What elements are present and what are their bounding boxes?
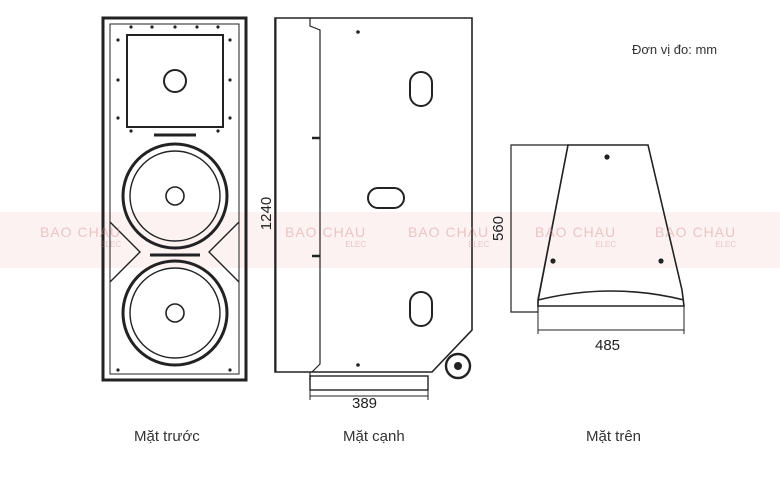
side-screws (356, 30, 360, 367)
upper-woofer-cone (129, 150, 221, 242)
unit-note: Đơn vị đo: mm (632, 42, 718, 57)
side-view (274, 17, 473, 400)
front-grille-inner (109, 23, 240, 375)
lower-woofer-outer (121, 259, 229, 367)
side-handle-middle (367, 187, 405, 209)
view-label-top: Mặt trên (586, 428, 642, 445)
lower-woofer-cone (129, 267, 221, 359)
horn-driver (163, 69, 187, 93)
side-front-edge (309, 18, 321, 373)
dimension-top-height-label: 560 (490, 215, 508, 242)
side-handle-top (409, 71, 433, 107)
side-handle-bottom (409, 291, 433, 327)
lower-woofer-cap (165, 303, 185, 323)
front-view (101, 16, 248, 382)
view-label-front: Mặt trước (134, 428, 200, 445)
view-label-side: Mặt cạnh (343, 428, 405, 445)
side-base (309, 375, 429, 391)
dimension-side-depth-label: 389 (352, 395, 378, 412)
top-front-curve (537, 290, 685, 301)
top-screws (550, 154, 664, 264)
horn-panel (126, 34, 224, 128)
top-view (510, 144, 685, 334)
side-cabinet-outline (274, 17, 473, 373)
front-cabinet-outline (101, 16, 248, 382)
dimension-top-width-label: 485 (595, 337, 621, 354)
upper-woofer-outer (121, 142, 229, 250)
front-screws (116, 25, 232, 372)
front-right-wing (208, 221, 240, 283)
front-left-wing (109, 221, 141, 283)
side-caster-wheel (444, 352, 472, 380)
dimension-height-label: 1240 (258, 196, 276, 231)
upper-woofer-cap (165, 186, 185, 206)
